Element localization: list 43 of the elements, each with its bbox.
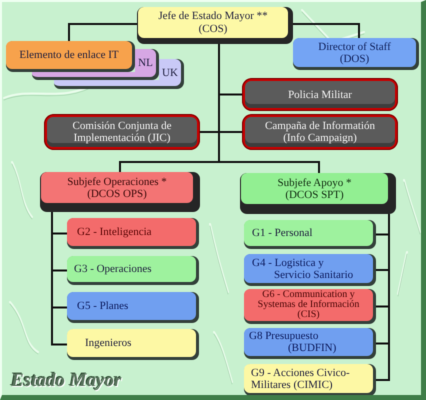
org-box xyxy=(135,49,159,80)
unit-label: G6 - Communication y Systemas de Información (CIS) xyxy=(256,290,360,320)
unit-label: G2 - Inteligencia xyxy=(76,226,152,238)
unit-label: G4 - Logistica y Servicio Sanitario xyxy=(251,256,354,280)
org-box xyxy=(6,41,135,72)
org-box xyxy=(137,7,293,44)
connector-line xyxy=(293,23,360,38)
unit-label: G1 - Personal xyxy=(251,227,312,239)
unit-label: NL xyxy=(138,57,153,69)
org-box xyxy=(242,114,398,150)
org-box xyxy=(244,328,376,359)
org-box xyxy=(67,292,199,323)
connector-line xyxy=(376,214,390,381)
org-box xyxy=(44,114,200,150)
unit-label: Subjefe Operaciones * (DCOS OPS) xyxy=(66,176,168,200)
unit-label: Comisión Conjunta de Implementación (JIC) xyxy=(72,120,172,144)
org-box xyxy=(242,78,398,111)
org-box xyxy=(67,256,199,285)
org-box xyxy=(293,38,419,70)
org-box xyxy=(244,254,376,286)
unit-label: Campaña de Informatión (Info Campaign) xyxy=(264,120,376,144)
unit-label: Elemento de enlace IT xyxy=(19,49,119,61)
unit-label: Ingenieros xyxy=(84,337,132,349)
unit-label: Subjefe Apoyo * (DCOS SPT) xyxy=(276,176,352,200)
org-box xyxy=(67,218,199,249)
unit-label: G9 - Acciones Civico-Militares (CIMIC) xyxy=(250,366,351,390)
org-box xyxy=(240,173,396,214)
unit-label: Director of Staff (DOS) xyxy=(317,40,392,64)
org-box xyxy=(67,329,199,360)
org-box xyxy=(159,59,184,89)
connector-line xyxy=(68,23,137,41)
unit-label: Policia Militar xyxy=(288,88,352,100)
org-box xyxy=(244,364,376,395)
diagram-title: Estado Mayor xyxy=(11,370,122,392)
org-box xyxy=(244,220,376,249)
org-box xyxy=(244,289,376,324)
unit-label: UK xyxy=(162,66,178,78)
unit-label: G5 - Planes xyxy=(76,300,128,312)
unit-label: G3 - Operaciones xyxy=(73,263,152,275)
unit-label: G8 Presupuesto (BUDFIN) xyxy=(248,330,338,354)
connector-line xyxy=(218,44,320,173)
org-box xyxy=(40,172,200,212)
unit-label: Jefe de Estado Mayor ** (COS) xyxy=(157,10,269,36)
